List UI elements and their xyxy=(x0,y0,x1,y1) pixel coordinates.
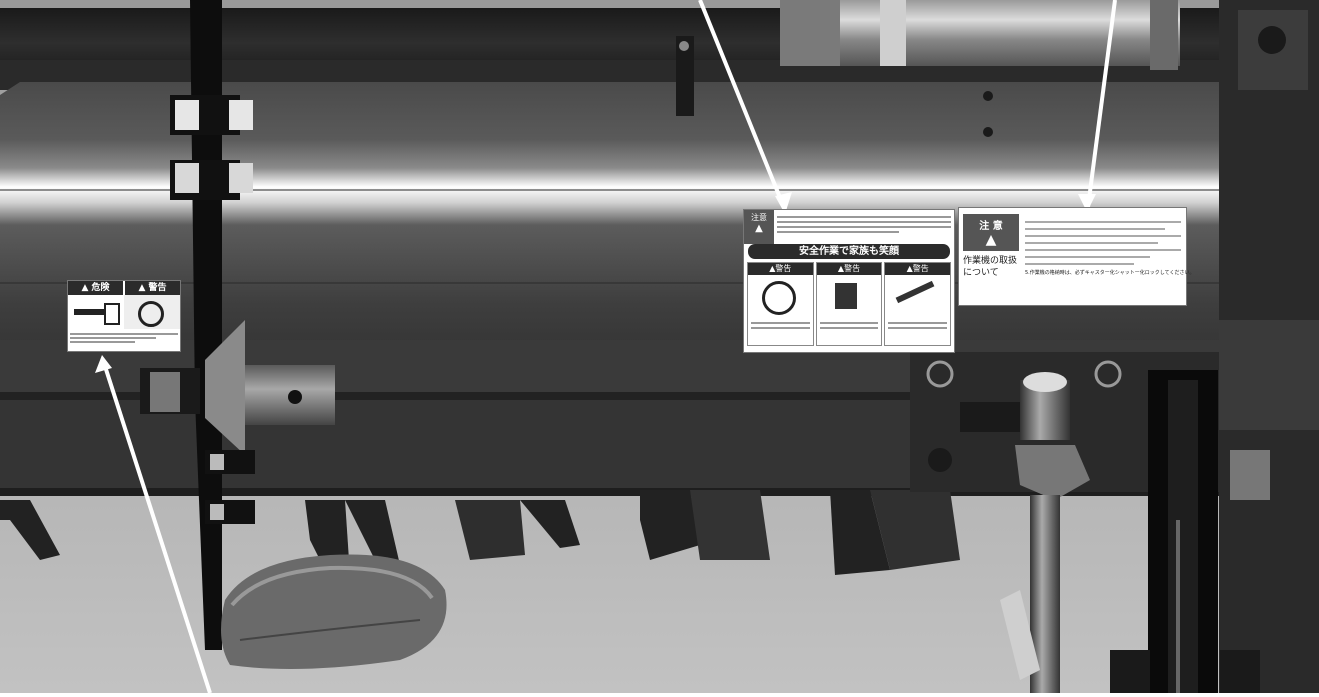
hazard-triangle-icon: ▲ xyxy=(906,264,913,273)
hazard-triangle-icon: ▲ xyxy=(138,283,146,293)
hazard-triangle-icon: ▲ xyxy=(769,264,776,273)
safety-label-center: 注意 ▲ 安全作業で家族も笑顔 ▲警告 ▲警告 xyxy=(743,209,955,353)
storage-note: 5.作業機の格納時は、必ずキャスター化シャットー化ロックしてください。 xyxy=(1025,270,1195,276)
callout-lines xyxy=(101,0,1117,694)
drive-hub xyxy=(140,320,335,455)
warning-label-left: ▲ 危険 ▲ 警告 xyxy=(67,280,181,352)
caution-header: 注 意 ▲ xyxy=(963,214,1019,251)
safety-slogan: 安全作業で家族も笑顔 xyxy=(748,244,950,259)
rotating-tine-icon xyxy=(124,295,180,329)
gearbox xyxy=(1219,0,1319,693)
skid-plate xyxy=(221,554,447,669)
warning-panel-3: ▲警告 xyxy=(884,262,952,346)
callout-line-right xyxy=(1086,0,1117,208)
label-title: 作業機の取扱 について xyxy=(963,256,1018,278)
caution-label-right: 注 意 ▲ 作業機の取扱 について 5.作業機の格納時は、必ずキャスター化シャッ… xyxy=(958,207,1195,306)
hazard-triangle-icon: ▲ xyxy=(755,223,763,234)
warning-header: ▲ 警告 xyxy=(125,281,180,295)
hazard-triangle-icon: ▲ xyxy=(81,283,89,293)
shaft-entanglement-icon xyxy=(68,295,124,329)
callout-line-left xyxy=(101,359,212,694)
falling-implement-icon xyxy=(885,275,950,319)
top-cylinder xyxy=(780,0,1180,70)
callout-line-center xyxy=(698,0,787,211)
rotor-entanglement-icon xyxy=(748,275,813,319)
warning-panel-2: ▲警告 xyxy=(815,262,883,346)
tractor-crush-icon xyxy=(817,275,882,319)
danger-header: ▲ 危険 xyxy=(68,281,123,295)
callout-arrow-left xyxy=(95,355,112,373)
stand-jack xyxy=(1000,372,1090,693)
side-plate xyxy=(170,0,253,650)
frame-post xyxy=(1148,370,1218,693)
hazard-triangle-icon: ▲ xyxy=(837,264,845,273)
caution-header: 注意 ▲ xyxy=(744,210,774,244)
warning-panel-1: ▲警告 xyxy=(747,262,814,346)
callout-arrow-center xyxy=(775,192,792,214)
hazard-triangle-icon: ▲ xyxy=(985,232,997,248)
callout-arrow-right xyxy=(1078,194,1096,212)
